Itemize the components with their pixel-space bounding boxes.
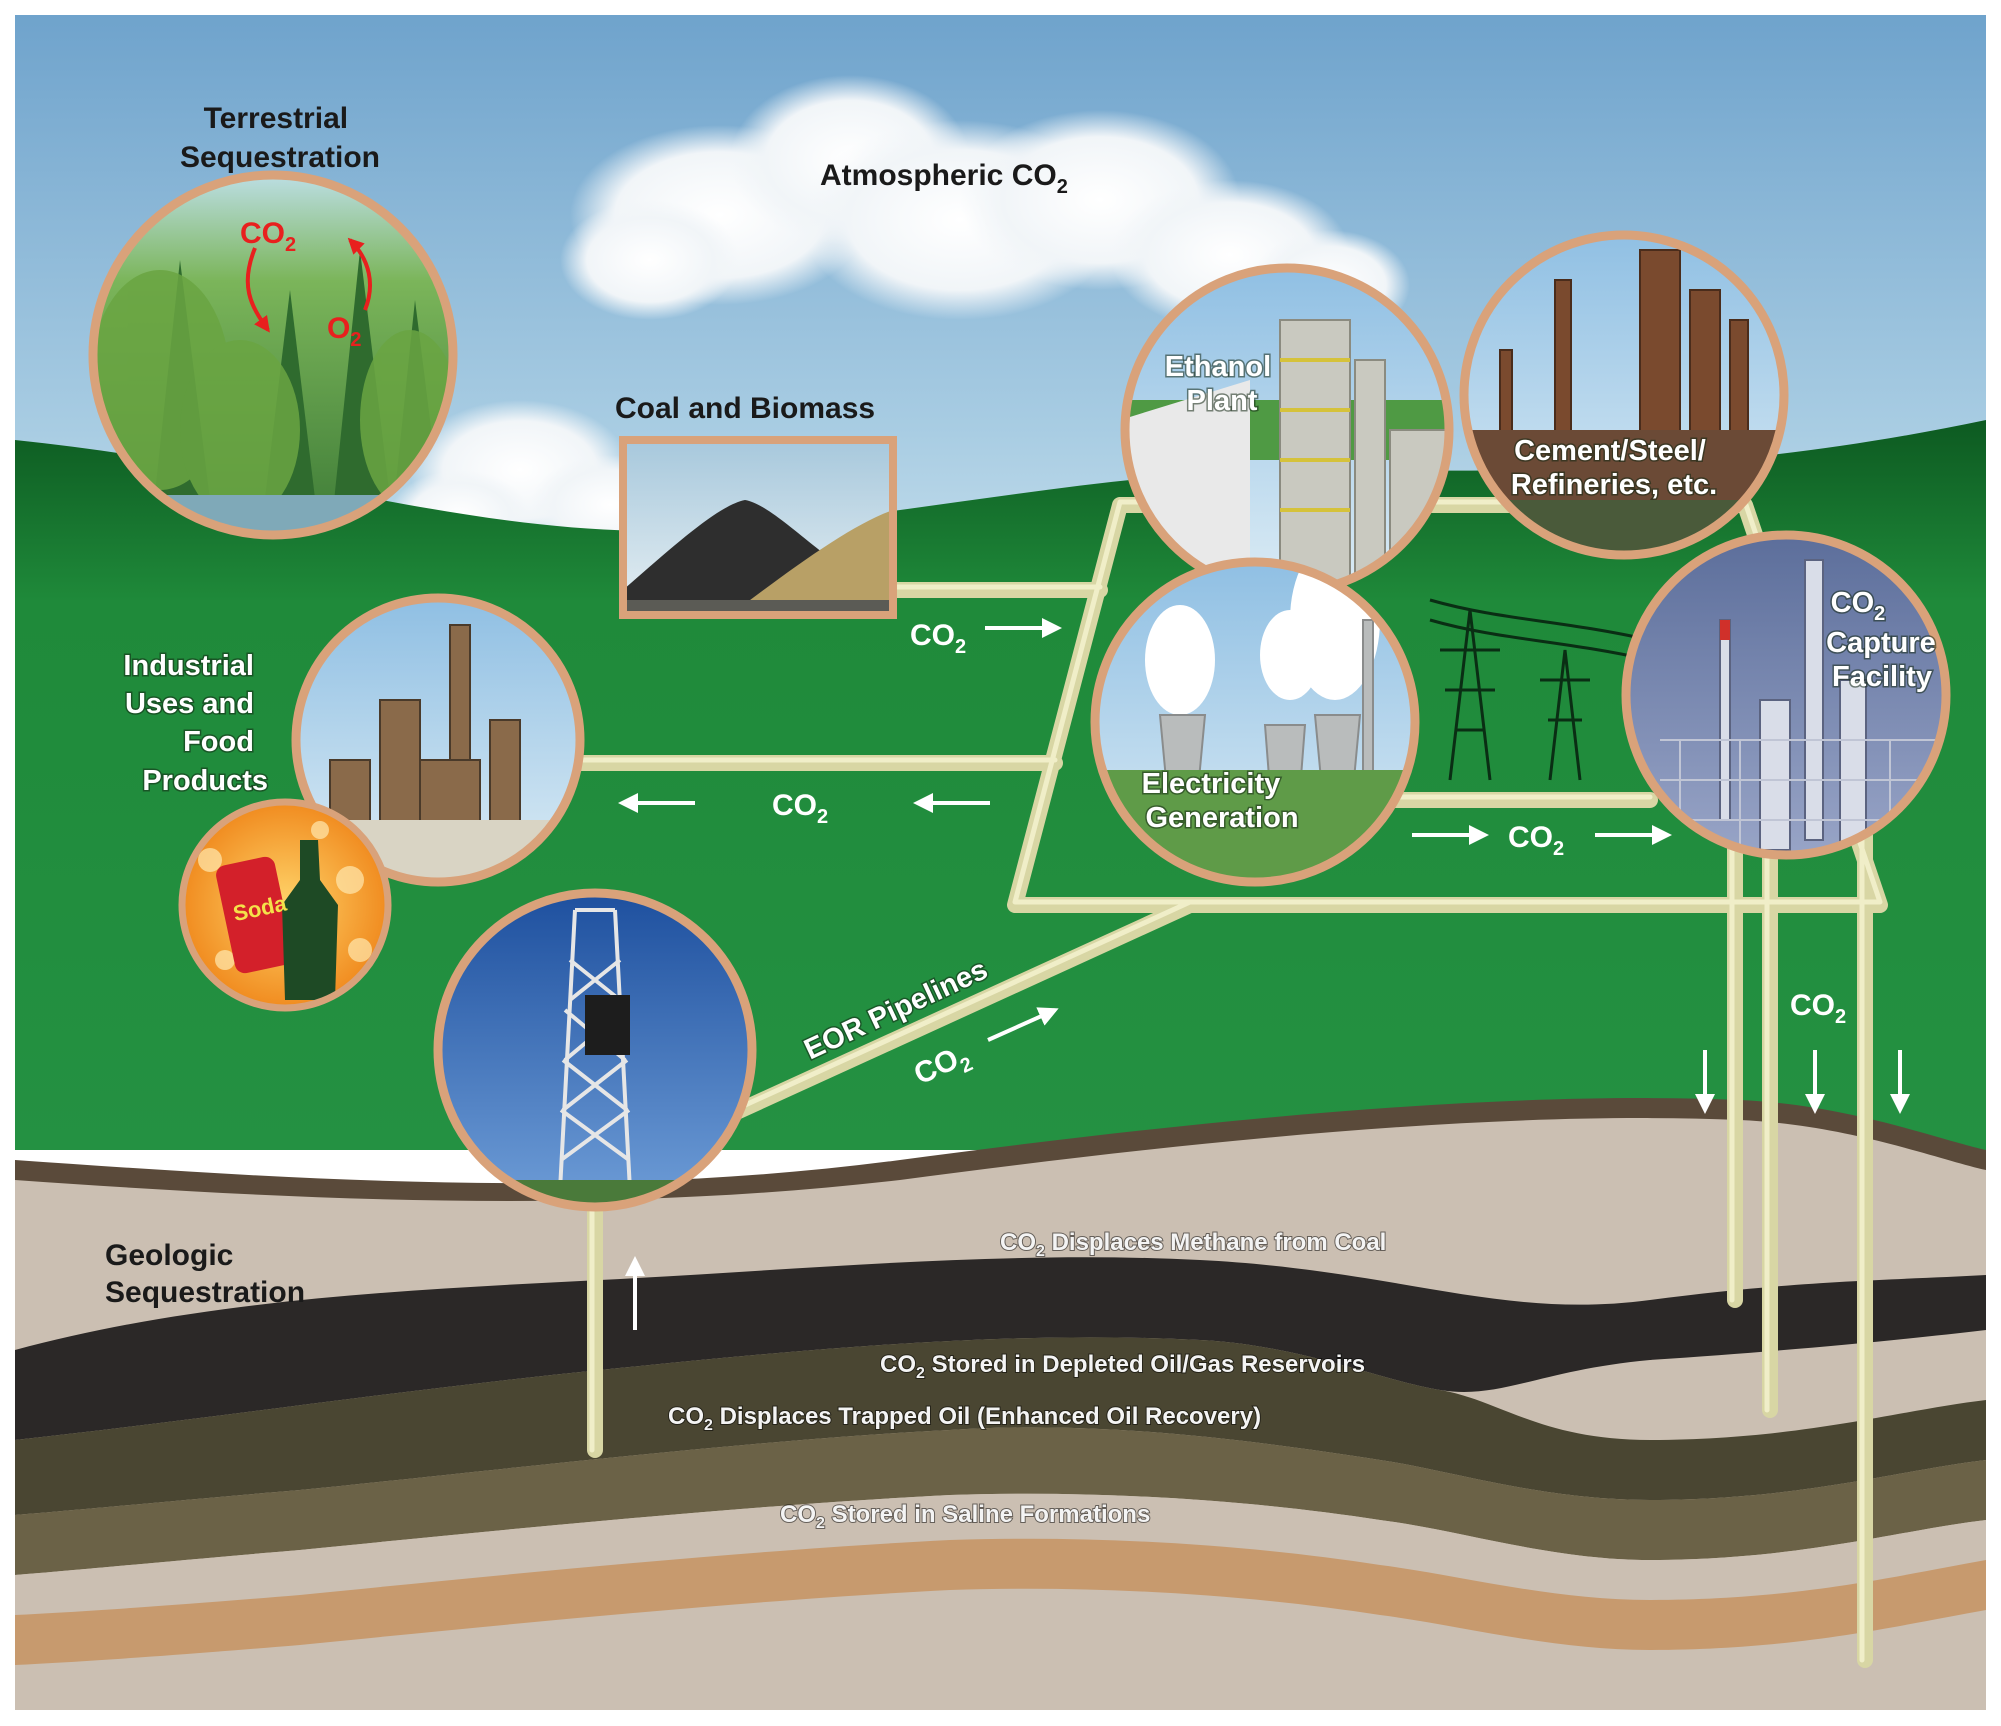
cement-steel-refineries-circle	[1459, 230, 1789, 560]
eor-drilling-rig-circle	[433, 888, 757, 1212]
svg-text:CO2: CO2	[1790, 989, 1846, 1028]
depleted-reservoir-label: CO2 Stored in Depleted Oil/Gas Reservoir…	[880, 1351, 1365, 1382]
saline-formation-layer	[15, 1538, 1986, 1665]
depleted-reservoir-layer	[15, 1337, 1986, 1515]
ethanol-plant-circle	[1120, 263, 1454, 597]
saline-formation-label: CO2 Stored in Saline Formations	[780, 1501, 1150, 1532]
methane-layer-label: CO2 Displaces Methane from Coal	[1000, 1229, 1386, 1260]
cement-steel-refineries-label: Cement/Steel/ Refineries, etc.	[1511, 435, 1717, 501]
coal-biomass-label: Coal and Biomass	[615, 392, 875, 425]
svg-text:O2: O2	[327, 312, 361, 351]
co2-to-o2-arrow	[245, 247, 270, 333]
geologic-sequestration-label: Geologic Sequestration	[105, 1239, 305, 1309]
o2-label: O	[327, 312, 350, 345]
terrestrial-sequestration-circle: CO2 O2	[88, 170, 458, 540]
geologic-layers	[15, 1098, 1986, 1710]
atmospheric-co2-label: Atmospheric CO2	[820, 159, 1068, 198]
flow-to-industrial-uses: CO2	[618, 789, 990, 828]
power-lines	[1429, 598, 1651, 781]
electricity-generation-label: Electricity Generation	[1142, 768, 1299, 834]
terrestrial-sequestration-label: Terrestrial Sequestration	[180, 102, 380, 174]
ethanol-plant-label: Ethanol Plant	[1165, 351, 1279, 417]
flow-to-capture-facility: CO2	[1412, 821, 1672, 860]
electricity-generation-circle	[1090, 557, 1420, 887]
co2-capture-facility-circle	[1621, 530, 1951, 860]
co2-capture-facility-label: CO2 Capture Facility	[1826, 587, 1944, 693]
industrial-uses-label: Industrial Uses and Food Products	[123, 650, 268, 797]
svg-text:CO2: CO2	[910, 619, 966, 658]
o2-to-co2-arrow	[347, 237, 372, 311]
flow-down-to-geologic: CO2	[1695, 989, 1910, 1114]
svg-text:CO2: CO2	[772, 789, 828, 828]
svg-text:CO2: CO2	[240, 217, 296, 256]
food-products-soda-circle: Soda	[178, 798, 392, 1012]
coal-seam-layer	[15, 1257, 1986, 1440]
trapped-oil-label: CO2 Displaces Trapped Oil (Enhanced Oil …	[668, 1403, 1261, 1434]
svg-text:CO2: CO2	[1508, 821, 1564, 860]
trapped-oil-layer	[15, 1427, 1986, 1575]
flow-coal-to-plants: CO2	[910, 618, 1062, 658]
co2-label: CO	[240, 217, 285, 250]
coal-biomass-photo	[619, 436, 897, 619]
